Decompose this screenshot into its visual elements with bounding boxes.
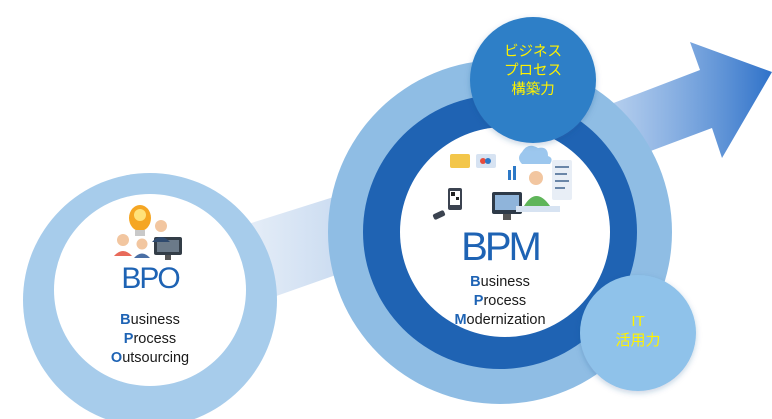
business-process-label: ビジネス プロセス 構築力	[478, 43, 588, 100]
bpm-expansion: Business Process Modernization	[425, 273, 575, 330]
bpo-expansion: Business Process Outsourcing	[95, 311, 205, 368]
it-skills-bubble	[580, 275, 696, 391]
it-skills-label-line-2: 活用力	[615, 332, 661, 349]
digital-workplace-icon	[432, 145, 572, 220]
bpo-line-business: Business	[120, 312, 180, 328]
bpm-line-process: Process	[473, 293, 527, 309]
bpo-line-process: Process	[123, 331, 177, 347]
bpo-line-outsourcing: Outsourcing	[110, 350, 190, 366]
business-process-label-line-3: 構築力	[511, 82, 555, 98]
bpm-line-modernization: Modernization	[454, 312, 546, 328]
bpm-line-business: Business	[470, 274, 530, 290]
business-process-bubble	[470, 17, 596, 143]
business-process-label-line-2: プロセス	[504, 63, 562, 79]
bpo-acronym: BPO	[121, 262, 180, 295]
call-center-staff-lightbulb-icon	[114, 205, 182, 260]
bpo-circle	[23, 173, 277, 419]
business-process-label-line-1: ビジネス	[504, 44, 562, 60]
it-skills-label: IT 活用力	[588, 312, 688, 350]
bpm-acronym: BPM	[461, 225, 542, 269]
it-skills-label-line-1: IT	[631, 313, 645, 330]
